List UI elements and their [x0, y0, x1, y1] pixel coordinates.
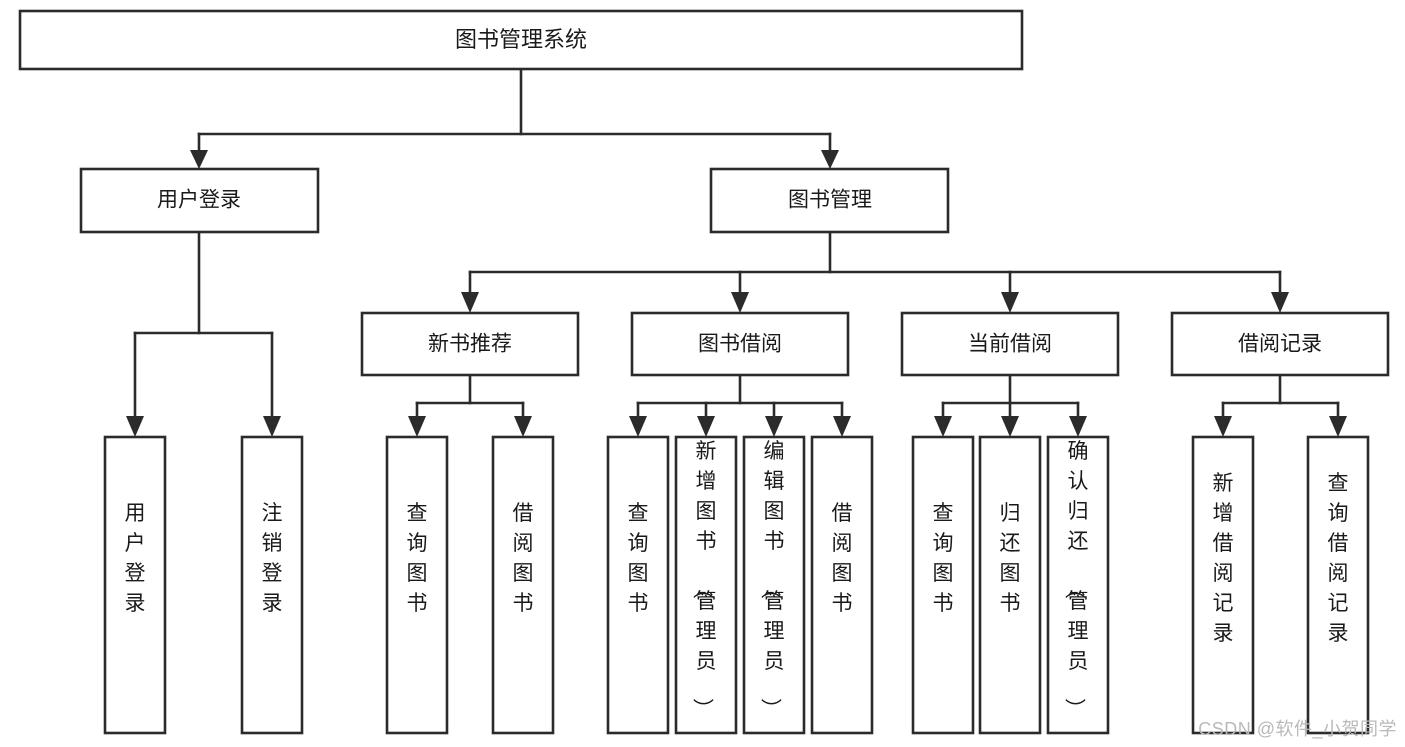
arrow-to-new-book-recommend [461, 292, 479, 313]
arrow-to-leaf-borrow-book-1 [514, 416, 532, 437]
leaf-query-borrow-record[interactable]: 查询借阅记录 [1306, 435, 1370, 735]
connector-layer [126, 67, 1347, 437]
node-book-management[interactable]: 图书管理 [709, 167, 950, 234]
node-borrow-record-box[interactable] [1170, 311, 1390, 377]
leaf-query-book-2-label: 查询图书 [628, 502, 649, 615]
leaf-confirm-return-admin-label: 确认归还（管理员） [1063, 440, 1089, 719]
leaf-add-book-admin-label: 新增图书（管理员） [691, 440, 717, 719]
leaf-user-login-label: 用户登录 [125, 502, 146, 615]
leaf-user-logout-box[interactable] [240, 435, 304, 735]
leaf-edit-book-admin-box[interactable] [742, 435, 806, 735]
leaf-user-login-box[interactable] [103, 435, 167, 735]
leaf-add-borrow-record-box[interactable] [1191, 435, 1255, 735]
arrow-to-book-borrow [731, 292, 749, 313]
arrow-to-user-login [190, 150, 208, 169]
arrow-to-leaf-return-book [1001, 416, 1019, 437]
node-user-login-label: 用户登录 [157, 189, 241, 212]
leaf-add-book-admin[interactable]: 新增图书（管理员） [674, 435, 738, 735]
node-user-login-box[interactable] [79, 167, 320, 234]
leaf-edit-book-admin[interactable]: 编辑图书（管理员） [742, 435, 806, 735]
arrow-to-leaf-confirm-return-admin [1069, 416, 1087, 437]
root-node-box[interactable] [18, 9, 1024, 71]
leaf-query-book-3[interactable]: 查询图书 [911, 435, 975, 735]
node-book-management-box[interactable] [709, 167, 950, 234]
leaf-edit-book-admin-label: 编辑图书（管理员） [759, 440, 785, 719]
leaf-user-login[interactable]: 用户登录 [103, 435, 167, 735]
node-book-borrow-label: 图书借阅 [698, 333, 782, 356]
node-new-book-recommend[interactable]: 新书推荐 [360, 311, 580, 377]
leaf-query-borrow-record-label: 查询借阅记录 [1328, 472, 1349, 645]
arrow-to-leaf-add-borrow-record [1214, 416, 1232, 437]
node-book-borrow[interactable]: 图书借阅 [630, 311, 850, 377]
leaf-confirm-return-admin[interactable]: 确认归还（管理员） [1046, 435, 1110, 735]
csdn-watermark: CSDN @软件_小贺同学 [1198, 719, 1397, 739]
leaf-user-logout[interactable]: 注销登录 [240, 435, 304, 735]
node-borrow-record-label: 借阅记录 [1238, 333, 1322, 356]
arrow-to-borrow-record [1271, 292, 1289, 313]
leaf-query-book-1-label: 查询图书 [407, 502, 428, 615]
leaf-confirm-return-admin-box[interactable] [1046, 435, 1110, 735]
arrow-to-leaf-user-login [126, 416, 144, 437]
node-current-borrow-label: 当前借阅 [968, 333, 1052, 356]
leaf-add-borrow-record-label: 新增借阅记录 [1213, 472, 1234, 645]
leaf-query-book-1[interactable]: 查询图书 [385, 435, 449, 735]
arrow-to-current-borrow [1001, 292, 1019, 313]
leaf-query-borrow-record-box[interactable] [1306, 435, 1370, 735]
arrow-to-leaf-user-logout [263, 416, 281, 437]
leaf-borrow-book-2[interactable]: 借阅图书 [810, 435, 874, 735]
node-current-borrow-box[interactable] [900, 311, 1120, 377]
leaf-return-book-label: 归还图书 [1000, 502, 1021, 615]
leaf-borrow-book-1-label: 借阅图书 [513, 502, 534, 615]
leaf-return-book-box[interactable] [978, 435, 1042, 735]
arrow-to-leaf-query-book-1 [408, 416, 426, 437]
leaf-query-book-2[interactable]: 查询图书 [606, 435, 670, 735]
node-book-borrow-box[interactable] [630, 311, 850, 377]
arrow-to-leaf-query-borrow-record [1329, 416, 1347, 437]
leaf-borrow-book-2-label: 借阅图书 [832, 502, 853, 615]
leaf-user-logout-label: 注销登录 [262, 502, 283, 615]
arrow-to-leaf-borrow-book-2 [833, 416, 851, 437]
arrow-to-leaf-query-book-3 [934, 416, 952, 437]
leaf-return-book[interactable]: 归还图书 [978, 435, 1042, 735]
leaf-add-borrow-record[interactable]: 新增借阅记录 [1191, 435, 1255, 735]
arrow-to-leaf-query-book-2 [629, 416, 647, 437]
arrow-to-book-management [821, 150, 839, 169]
node-new-book-recommend-box[interactable] [360, 311, 580, 377]
leaf-borrow-book-2-box[interactable] [810, 435, 874, 735]
arrow-to-leaf-edit-book-admin [765, 416, 783, 437]
node-user-login[interactable]: 用户登录 [79, 167, 320, 234]
leaf-query-book-1-box[interactable] [385, 435, 449, 735]
leaf-query-book-2-box[interactable] [606, 435, 670, 735]
leaf-add-book-admin-box[interactable] [674, 435, 738, 735]
node-borrow-record[interactable]: 借阅记录 [1170, 311, 1390, 377]
node-current-borrow[interactable]: 当前借阅 [900, 311, 1120, 377]
arrow-to-leaf-add-book-admin [697, 416, 715, 437]
leaf-borrow-book-1-box[interactable] [491, 435, 555, 735]
leaf-borrow-book-1[interactable]: 借阅图书 [491, 435, 555, 735]
leaf-query-book-3-box[interactable] [911, 435, 975, 735]
leaf-query-book-3-label: 查询图书 [933, 502, 954, 615]
node-new-book-recommend-label: 新书推荐 [428, 333, 512, 356]
node-book-management-label: 图书管理 [788, 189, 872, 212]
root-node-label: 图书管理系统 [455, 27, 587, 52]
root-node[interactable]: 图书管理系统 [18, 9, 1024, 71]
